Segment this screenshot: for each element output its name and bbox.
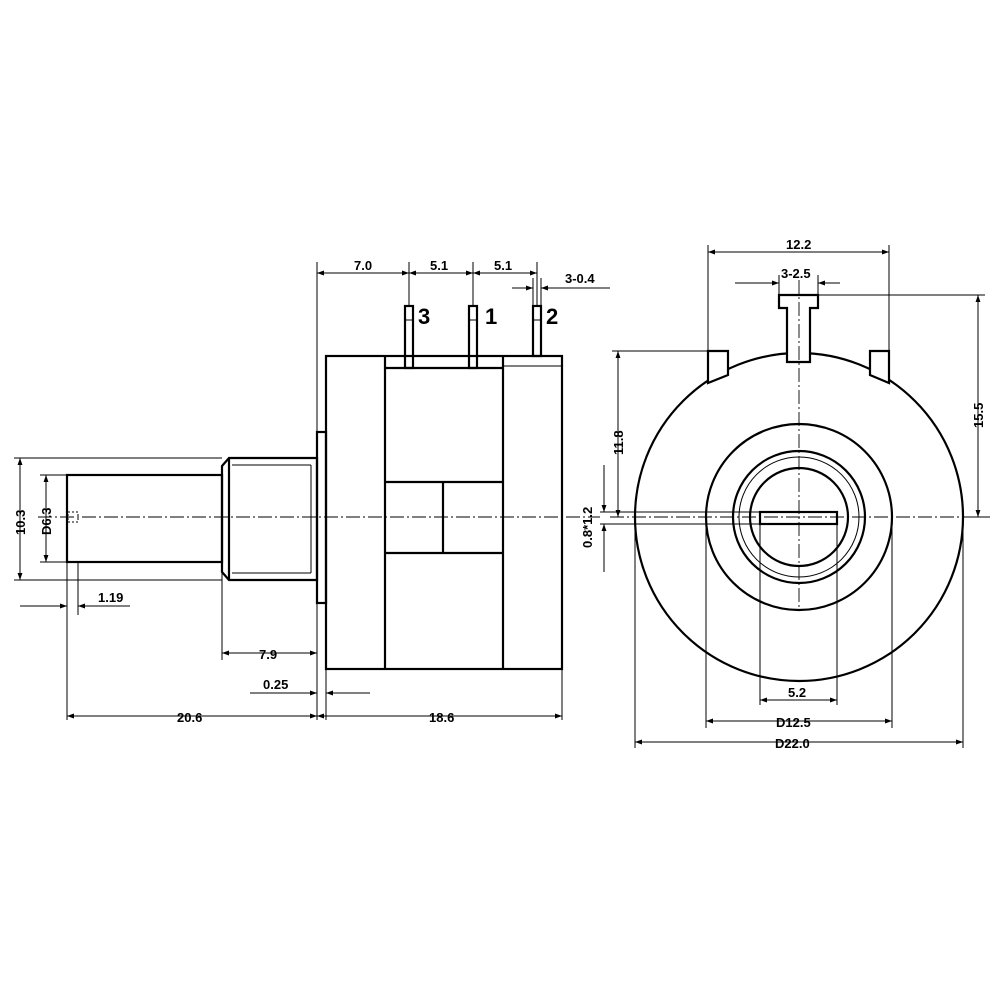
- dim-center-to-top: 11.8: [611, 430, 626, 455]
- front-view-dimensions: 12.2 3-2.5 15.5 11.8 0.8*1.2 5.2 D12.5: [580, 237, 986, 751]
- pin-2: [531, 304, 543, 358]
- dim-tab-width: 3-2.5: [781, 266, 811, 281]
- shaft-slot: [758, 510, 839, 526]
- pot-body: [324, 354, 564, 671]
- dim-shaft-diameter: D6.3: [39, 508, 54, 535]
- pin-label-1: 1: [485, 304, 497, 329]
- shaft: [65, 473, 224, 564]
- dim-slot-size: 0.8*1.2: [580, 507, 595, 548]
- front-view: [610, 280, 990, 683]
- pin-1: [467, 304, 479, 370]
- dim-shaft-length: 20.6: [177, 710, 202, 725]
- dim-pin-width: 3-0.4: [565, 271, 595, 286]
- left-lug: [706, 349, 730, 385]
- pin-label-3: 3: [418, 304, 430, 329]
- dim-bushing-length: 7.9: [259, 647, 277, 662]
- dim-flange-thickness: 0.25: [263, 677, 288, 692]
- dim-bushing-diameter: D12.5: [776, 715, 811, 730]
- dim-pin-pitch-a: 5.1: [430, 258, 448, 273]
- bushing: [220, 456, 319, 582]
- dim-body-length: 18.6: [429, 710, 454, 725]
- dim-overall-height: 15.5: [971, 403, 986, 428]
- dim-pin-offset: 7.0: [354, 258, 372, 273]
- dim-tab-span: 12.2: [786, 237, 811, 252]
- top-terminal: [777, 293, 820, 364]
- dim-pin-pitch-b: 5.1: [494, 258, 512, 273]
- right-lug: [868, 349, 891, 385]
- pin-label-2: 2: [546, 304, 558, 329]
- dim-body-diameter: D22.0: [775, 736, 810, 751]
- dim-slot-length: 5.2: [788, 685, 806, 700]
- pin-3: [403, 304, 415, 370]
- flange-washer: [315, 430, 328, 605]
- dim-body-height: 10.3: [13, 510, 28, 535]
- side-view: 3 1 2: [38, 304, 600, 671]
- side-view-dimensions: 7.0 5.1 5.1 3-0.4 10.3 D6.3 1.19 7.9 0.2…: [13, 258, 610, 725]
- dim-shaft-flat: 1.19: [98, 590, 123, 605]
